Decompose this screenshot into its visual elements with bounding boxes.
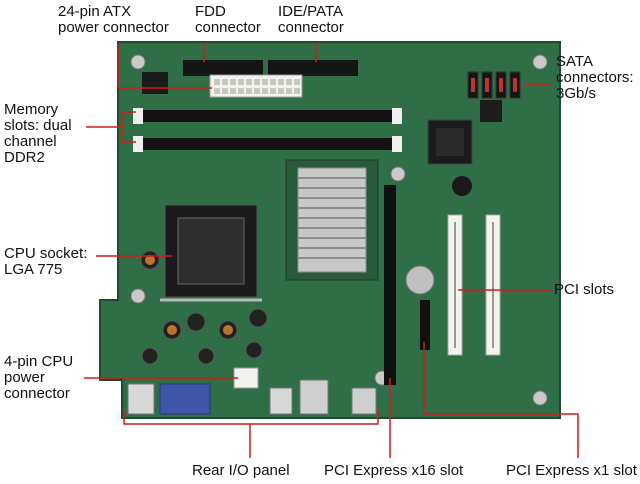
rear-io-label: Rear I/O panel	[192, 462, 290, 479]
memory-label-line: DDR2	[4, 149, 45, 166]
ide-connector	[268, 60, 358, 76]
vga-port	[159, 383, 211, 415]
fdd-label-line: connector	[195, 19, 261, 36]
cpu-power-label-line: connector	[4, 385, 70, 402]
ide-label: IDE/PATA connector	[278, 4, 344, 36]
cmos-battery	[405, 265, 435, 295]
sata-label-line: connectors:	[556, 69, 634, 86]
memory-label-line: slots: dual	[4, 117, 72, 134]
usb-port	[269, 387, 293, 415]
leader-lines	[84, 44, 579, 458]
cpu-power-label-line: power	[4, 369, 45, 386]
northbridge-heatsink	[297, 167, 367, 273]
atx-label-line: 24-pin ATX	[58, 3, 132, 20]
pci-label: PCI slots	[554, 282, 614, 298]
cpu-power-label: 4-pin CPU power connector	[4, 354, 73, 402]
cpu-socket-label-line: LGA 775	[4, 261, 63, 278]
cpu-power-label-line: 4-pin CPU	[4, 353, 74, 370]
memory-label-line: Memory	[4, 101, 59, 118]
lan-port	[299, 379, 329, 415]
io-chip	[142, 72, 168, 94]
fdd-label-line: FDD	[195, 3, 226, 20]
cpu-socket-label: CPU socket: LGA 775	[4, 246, 87, 278]
mount-hole	[532, 54, 548, 70]
memory-slot-1	[136, 110, 398, 122]
pcie-x1-slot	[420, 300, 430, 350]
pcie16-label: PCI Express x16 slot	[324, 462, 464, 479]
mount-hole	[130, 288, 146, 304]
memory-latch	[392, 136, 402, 152]
buzzer	[452, 176, 472, 196]
cpu-socket-inner	[177, 217, 245, 285]
mount-hole	[532, 390, 548, 406]
fdd-label: FDD connector	[195, 4, 261, 36]
memory-latch	[133, 108, 143, 124]
memory-label: Memory slots: dual channel DDR2	[4, 102, 72, 166]
sata-pins	[471, 78, 517, 92]
atx-label-line: power connector	[58, 19, 169, 36]
small-chip	[480, 100, 502, 122]
audio-port	[351, 387, 377, 415]
sata-label-line: SATA	[556, 53, 593, 70]
sata-label-line: 3Gb/s	[556, 85, 597, 102]
memory-latch	[133, 136, 143, 152]
fdd-connector	[183, 60, 263, 76]
southbridge-die	[436, 128, 464, 156]
atx-label: 24-pin ATX power connector	[58, 4, 169, 36]
mount-hole	[390, 166, 406, 182]
pci-label-line: PCI slots	[554, 281, 615, 298]
sata-label: SATA connectors: 3Gb/s	[556, 54, 634, 102]
ide-label-line: connector	[278, 19, 344, 36]
memory-latch	[392, 108, 402, 124]
memory-slot-2	[136, 138, 398, 150]
inductor-coils	[145, 255, 233, 335]
pcie-x16-slot	[384, 185, 396, 385]
ps2-port	[127, 383, 155, 415]
memory-label-line: channel	[4, 133, 57, 150]
cpu-socket-label-line: CPU socket:	[4, 245, 88, 262]
pcie1-label: PCI Express x1 slot	[506, 463, 637, 479]
mount-hole	[130, 54, 146, 70]
ide-label-line: IDE/PATA	[278, 3, 344, 20]
